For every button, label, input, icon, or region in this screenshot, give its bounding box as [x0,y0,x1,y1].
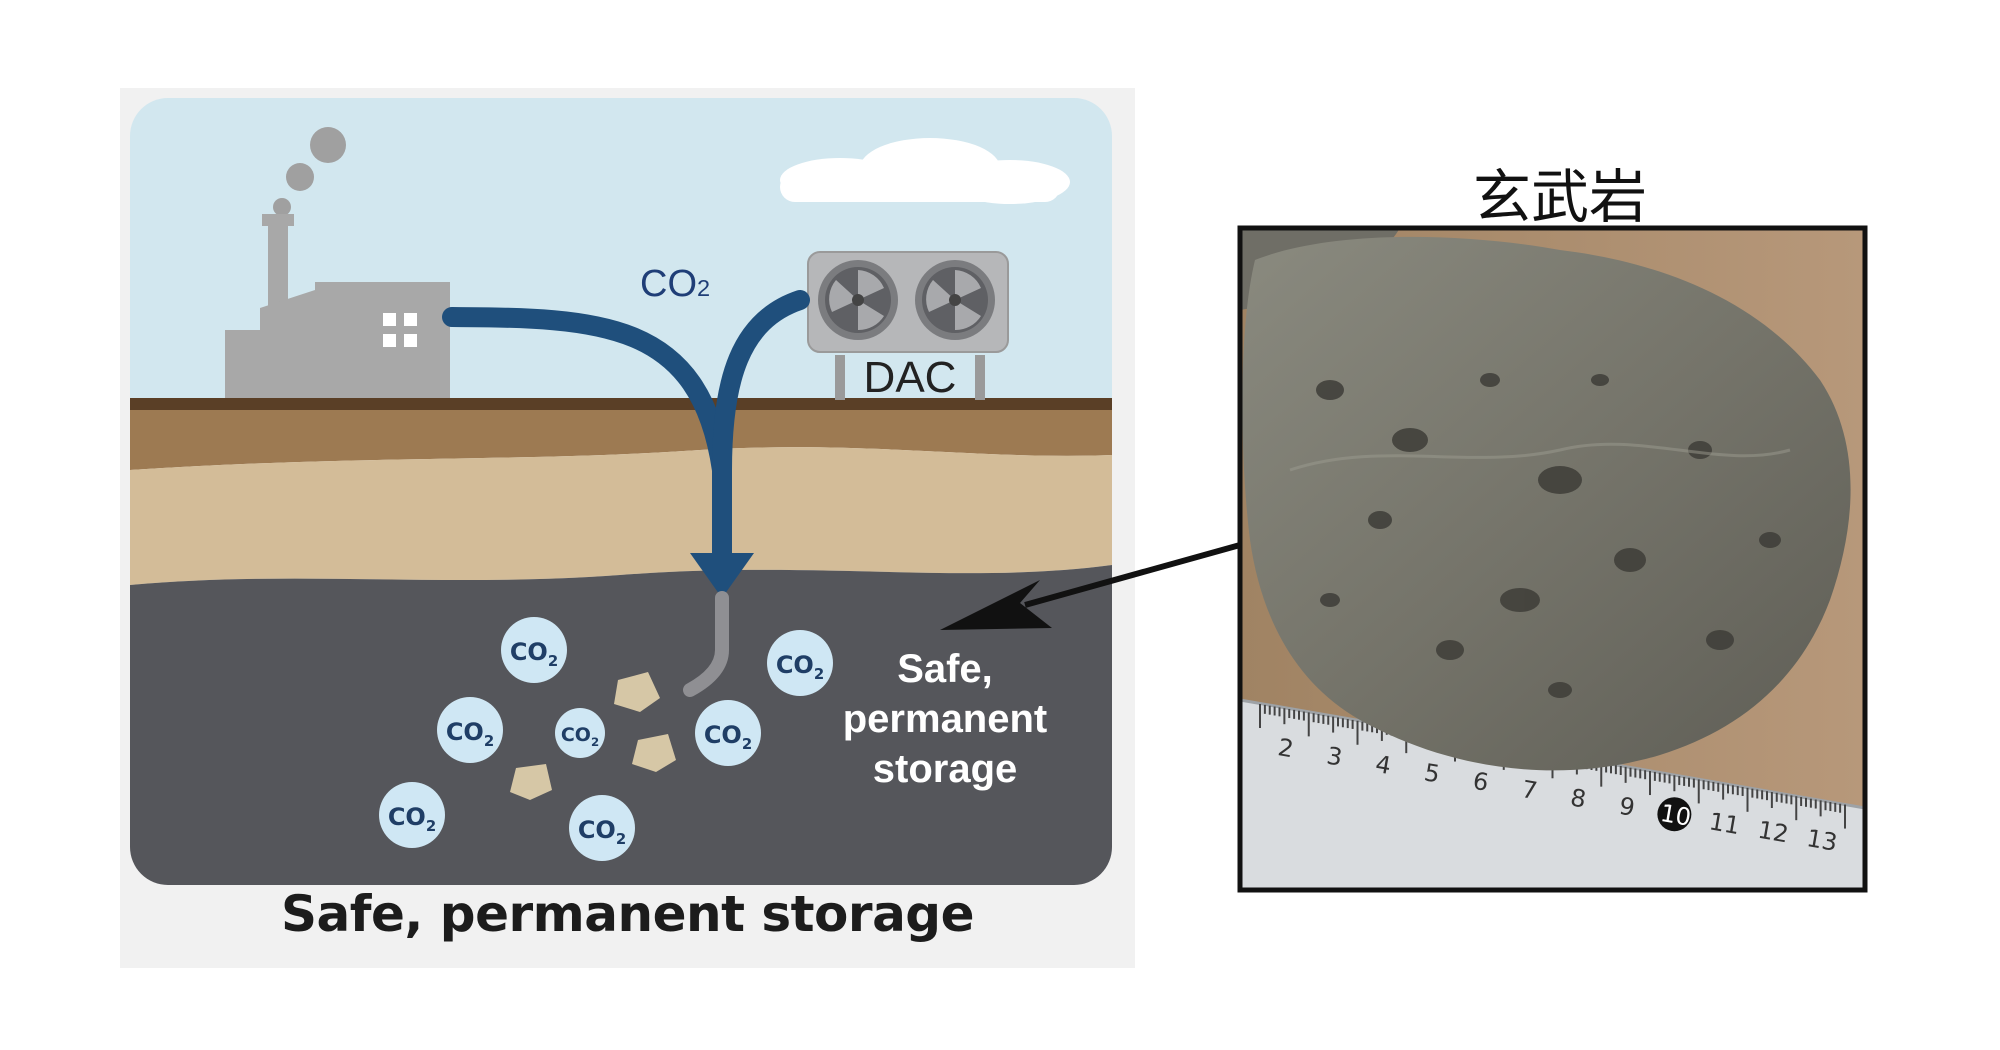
co2-bubble: CO2 [767,630,833,696]
svg-text:permanent: permanent [843,697,1048,741]
ruler-number: 6 [1471,767,1491,797]
injection-pipe [683,591,729,697]
svg-text:CO2: CO2 [510,638,558,670]
ruler-number: 3 [1325,742,1345,772]
ruler-number: 12 [1756,816,1791,849]
co2-bubble: CO2 [695,700,761,766]
dac-unit: DAC [807,251,1009,402]
cloud [780,138,1070,204]
dac-pipe [712,290,810,565]
ruler-number: 4 [1373,750,1393,780]
svg-text:CO2: CO2 [561,724,599,749]
storage-label: Safe, permanent storage [843,647,1048,791]
smoke [273,127,346,216]
co2-bubble: CO2 [437,697,503,763]
ruler-number: 2 [1276,733,1296,763]
fan-icon [818,260,898,340]
down-arrow [690,553,754,598]
ruler-number: 9 [1617,792,1637,822]
ruler-number: 5 [1422,758,1442,788]
ruler-number: 11 [1707,807,1742,840]
soil-tan [130,447,1112,585]
svg-text:CO2: CO2 [776,651,824,683]
svg-text:CO2: CO2 [704,721,752,753]
mineral-chunks [510,672,676,800]
co2-bubble: CO2 [569,795,635,861]
co2-bubble: CO2 [555,708,605,758]
svg-text:CO2: CO2 [446,718,494,750]
co2-bubble: CO2 [379,782,445,848]
dac-label: DAC [864,353,957,402]
svg-text:CO2: CO2 [578,816,626,848]
co2-bubbles: CO2 CO2 CO2 CO2 CO2 CO2 CO2 [379,617,833,861]
factory-pipe [442,307,732,480]
co2-flow-pipes [442,290,810,565]
pointer-arrow [940,542,1241,630]
ground-surface [130,398,1112,410]
fan-icon [915,260,995,340]
svg-text:Safe,: Safe, [897,647,993,691]
ruler-highlight [1657,797,1692,832]
co2-air-label: CO2 [640,263,710,305]
diagram-caption: Safe, permanent storage [280,885,975,943]
svg-text:CO2: CO2 [388,803,436,835]
factory-icon [225,214,450,398]
basalt-layer [130,565,1112,885]
ruler-number: 7 [1520,775,1540,805]
photo-title: 玄武岩 [1472,163,1647,231]
ruler-number: 8 [1568,783,1588,813]
co2-bubble: CO2 [501,617,567,683]
ruler-number: 13 [1805,824,1840,857]
soil-brown [130,410,1112,470]
ruler-number: 10 [1658,799,1693,832]
svg-text:storage: storage [873,747,1018,791]
